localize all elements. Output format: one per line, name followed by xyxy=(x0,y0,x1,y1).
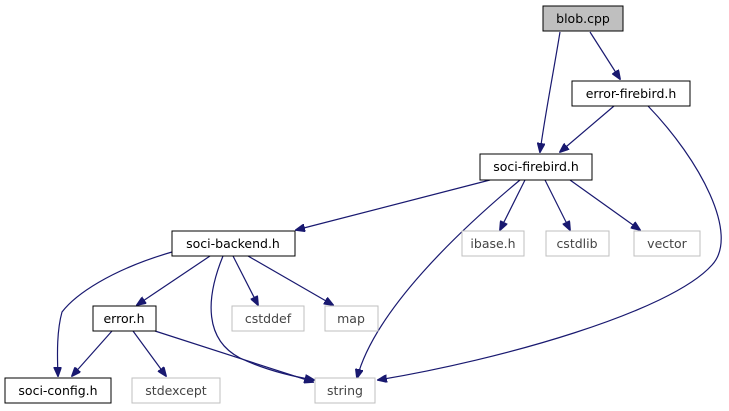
edge-error-firebird-to-string xyxy=(378,105,722,380)
node-label: ibase.h xyxy=(470,236,515,251)
node-cstddef: cstddef xyxy=(231,305,305,332)
node-soci-firebird-h[interactable]: soci-firebird.h xyxy=(479,153,593,181)
edge-soci-backend-to-string xyxy=(210,255,314,380)
edge-soci-firebird-to-string xyxy=(357,179,521,378)
edge-error-to-stdexcept xyxy=(132,330,166,376)
edge-soci-firebird-to-ibase xyxy=(500,179,526,230)
node-string: string xyxy=(314,377,376,404)
node-label: soci-firebird.h xyxy=(493,159,579,174)
edge-soci-firebird-to-soci-backend xyxy=(296,179,491,230)
node-label: error.h xyxy=(103,311,144,326)
node-label: cstddef xyxy=(245,311,292,326)
edge-soci-backend-to-error xyxy=(137,255,211,305)
edge-blob-to-error-firebird xyxy=(589,31,620,79)
node-map: map xyxy=(324,305,379,332)
edge-error-to-string xyxy=(154,330,313,382)
node-label: error-firebird.h xyxy=(586,86,677,101)
node-cstdlib: cstdlib xyxy=(545,230,610,257)
node-ibase-h: ibase.h xyxy=(461,230,525,257)
edge-soci-firebird-to-cstdlib xyxy=(544,179,570,230)
node-label: blob.cpp xyxy=(556,11,610,26)
node-soci-config-h[interactable]: soci-config.h xyxy=(4,377,112,404)
node-label: soci-config.h xyxy=(18,383,97,398)
node-label: string xyxy=(327,383,363,398)
node-label: vector xyxy=(647,236,688,251)
node-stdexcept: stdexcept xyxy=(131,377,221,404)
edge-soci-backend-to-cstddef xyxy=(232,255,258,305)
edge-blob-to-soci-firebird xyxy=(540,31,561,152)
edge-soci-backend-to-soci-config xyxy=(57,251,173,376)
node-error-firebird-h[interactable]: error-firebird.h xyxy=(571,80,691,107)
node-vector: vector xyxy=(633,230,701,257)
node-error-h[interactable]: error.h xyxy=(92,305,157,332)
node-label: soci-backend.h xyxy=(186,236,280,251)
edge-error-to-soci-config xyxy=(72,330,113,376)
node-label: map xyxy=(337,311,365,326)
node-label: stdexcept xyxy=(145,383,206,398)
node-label: cstdlib xyxy=(556,236,597,251)
edge-error-firebird-to-soci-firebird xyxy=(560,105,615,152)
node-blob-cpp[interactable]: blob.cpp xyxy=(542,5,624,32)
edges xyxy=(57,31,722,382)
edge-soci-backend-to-map xyxy=(247,255,333,305)
node-soci-backend-h[interactable]: soci-backend.h xyxy=(171,230,296,257)
edge-soci-firebird-to-vector xyxy=(569,179,640,230)
